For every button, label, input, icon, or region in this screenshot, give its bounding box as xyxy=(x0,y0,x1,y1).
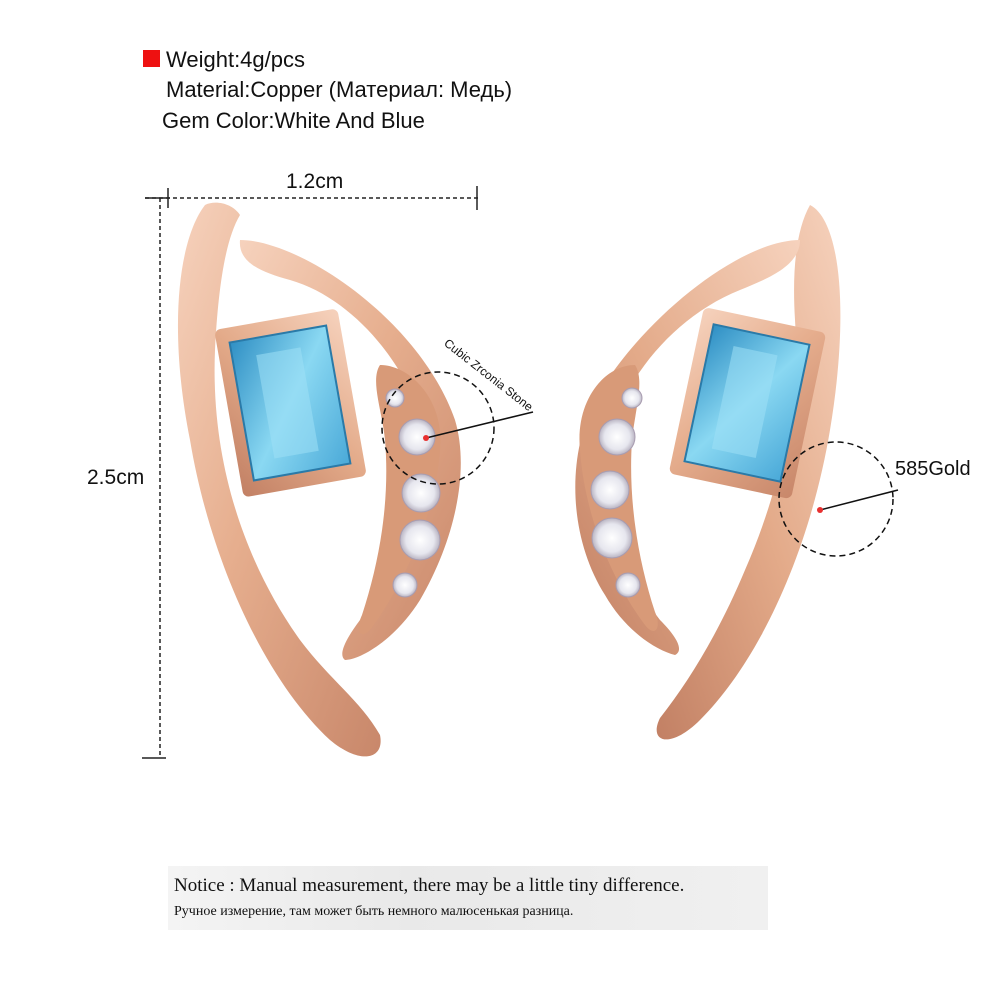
height-dimension-line xyxy=(142,197,170,759)
notice-banner: Notice : Manual measurement, there may b… xyxy=(168,866,768,930)
gold-callout-label: 585Gold xyxy=(895,458,971,480)
width-dimension-label: 1.2cm xyxy=(286,170,344,193)
left-earring xyxy=(177,202,461,757)
notice-english: Notice : Manual measurement, there may b… xyxy=(174,875,685,896)
material-spec: Material:Copper (Материал: Медь) xyxy=(166,77,513,102)
height-dimension-label: 2.5cm xyxy=(87,466,145,489)
red-bullet-square xyxy=(143,50,160,67)
right-earring xyxy=(575,205,841,740)
notice-russian: Ручное измерение, там может быть немного… xyxy=(174,904,574,919)
gold-callout xyxy=(778,441,899,557)
weight-spec: Weight:4g/pcs xyxy=(166,47,306,72)
gem-color-spec: Gem Color:White And Blue xyxy=(162,108,425,133)
stone-callout xyxy=(381,371,534,485)
